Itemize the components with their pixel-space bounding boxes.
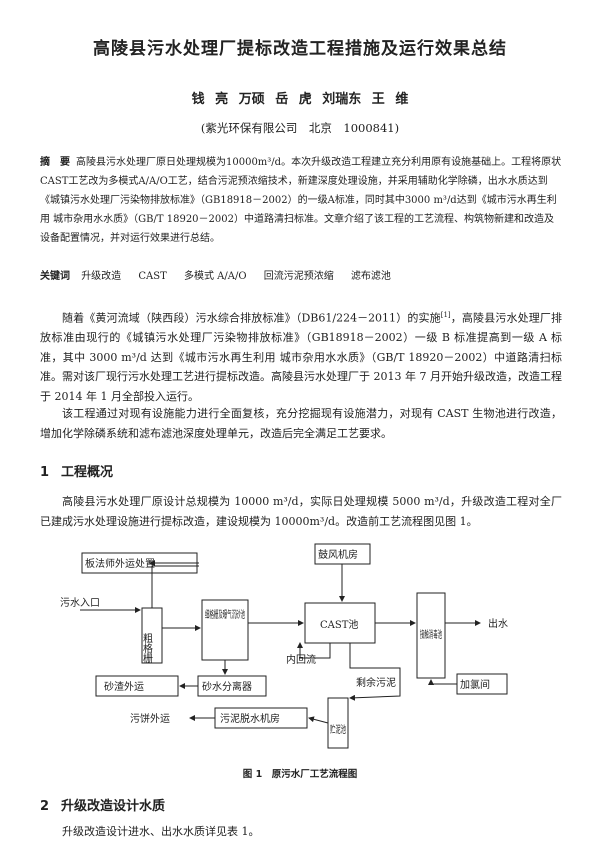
node-dewater: 污泥脱水机房 bbox=[220, 712, 280, 725]
intro-text: ，高陵县污水处理厂排放标准由现行的《城镇污水处理厂污染物排放标准》（GB1891… bbox=[40, 311, 563, 403]
abstract-label: 摘 要 bbox=[40, 157, 70, 168]
abstract: 摘 要高陵县污水处理厂原日处理规模为10000m³/d。本次升级改造工程建立充分… bbox=[40, 153, 562, 248]
node-sand-sep: 砂水分离器 bbox=[202, 680, 252, 693]
process-flow-diagram: 板法师外运处置 污水入口 粗格栅 细格栅及曝气沉砂池 CAST池 鼓风机房 接触… bbox=[60, 543, 508, 749]
authors: 钱 亮 万硕 岳 虎 刘瑞东 王 维 bbox=[191, 92, 409, 107]
keyword: 滤布滤池 bbox=[350, 271, 391, 282]
keyword: 升级改造 bbox=[81, 271, 122, 282]
node-chlorine: 加氯间 bbox=[460, 678, 490, 691]
citation: [1] bbox=[440, 311, 451, 319]
section-2-heading: 2 升级改造设计水质 bbox=[40, 795, 165, 814]
node-cast: CAST池 bbox=[320, 618, 358, 631]
affiliation: (紫光环保有限公司 北京 1000841) bbox=[200, 121, 400, 135]
node-storage: 贮泥池 bbox=[330, 723, 346, 736]
box-storage bbox=[327, 697, 349, 749]
keywords-label: 关键词 bbox=[40, 271, 70, 282]
node-sand-out: 砂渣外运 bbox=[104, 680, 144, 693]
abstract-text: 高陵县污水处理厂原日处理规模为10000m³/d。本次升级改造工程建立充分利用原… bbox=[40, 157, 562, 244]
intro-text: 随着《黄河流域（陕西段）污水综合排放标准》（DB61/224－2011）的实施 bbox=[62, 311, 441, 325]
node-excess-sludge: 剩余污泥 bbox=[356, 676, 396, 689]
section-title: 升级改造设计水质 bbox=[61, 799, 166, 814]
node-contact-tank: 接触消毒池 bbox=[420, 628, 442, 641]
section-text: 升级改造设计进水、出水水质详见表 1。 bbox=[62, 825, 260, 838]
box-contact-tank bbox=[416, 592, 446, 679]
keyword: 回流污泥预浓缩 bbox=[263, 271, 334, 282]
keywords: 关键词 升级改造 CAST 多模式 A/A/O 回流污泥预浓缩 滤布滤池 bbox=[40, 267, 562, 282]
section-title: 工程概况 bbox=[61, 465, 114, 480]
section-1-paragraph: 高陵县污水处理厂原设计总规模为 10000 m³/d，实际日处理规模 5000 … bbox=[40, 492, 562, 531]
section-1-heading: 1 工程概况 bbox=[40, 461, 113, 480]
keyword: 多模式 A/A/O bbox=[183, 271, 247, 282]
node-outlet: 出水 bbox=[488, 617, 508, 630]
intro-text: 该工程通过对现有设施能力进行全面复核，充分挖掘现有设施潜力，对现有 CAST 生… bbox=[40, 407, 562, 440]
box-fine-screen bbox=[201, 599, 249, 661]
node-sludge-out: 污饼外运 bbox=[130, 712, 170, 725]
intro-paragraph-1: 随着《黄河流域（陕西段）污水综合排放标准》（DB61/224－2011）的实施[… bbox=[40, 306, 562, 406]
box-sand-out bbox=[95, 675, 179, 697]
intro-paragraph-2: 该工程通过对现有设施能力进行全面复核，充分挖掘现有设施潜力，对现有 CAST 生… bbox=[40, 404, 562, 443]
section-number: 1 bbox=[40, 465, 50, 480]
node-inlet: 污水入口 bbox=[60, 597, 100, 609]
figure-caption: 图 1 原污水厂工艺流程图 bbox=[242, 769, 358, 780]
section-number: 2 bbox=[40, 799, 50, 814]
node-internal-return: 内回流 bbox=[286, 653, 316, 666]
node-coarse-screen: 粗格栅 bbox=[141, 633, 153, 664]
paper-title: 高陵县污水处理厂提标改造工程措施及运行效果总结 bbox=[93, 39, 507, 59]
node-fine-screen: 细格栅及曝气沉砂池 bbox=[205, 608, 245, 621]
node-blower: 鼓风机房 bbox=[318, 548, 358, 561]
keyword: CAST bbox=[138, 271, 167, 282]
node-sludge-truck: 板法师外运处置 bbox=[85, 557, 155, 570]
section-text: 高陵县污水处理厂原设计总规模为 10000 m³/d，实际日处理规模 5000 … bbox=[40, 495, 562, 528]
section-2-paragraph: 升级改造设计进水、出水水质详见表 1。 bbox=[40, 822, 562, 842]
